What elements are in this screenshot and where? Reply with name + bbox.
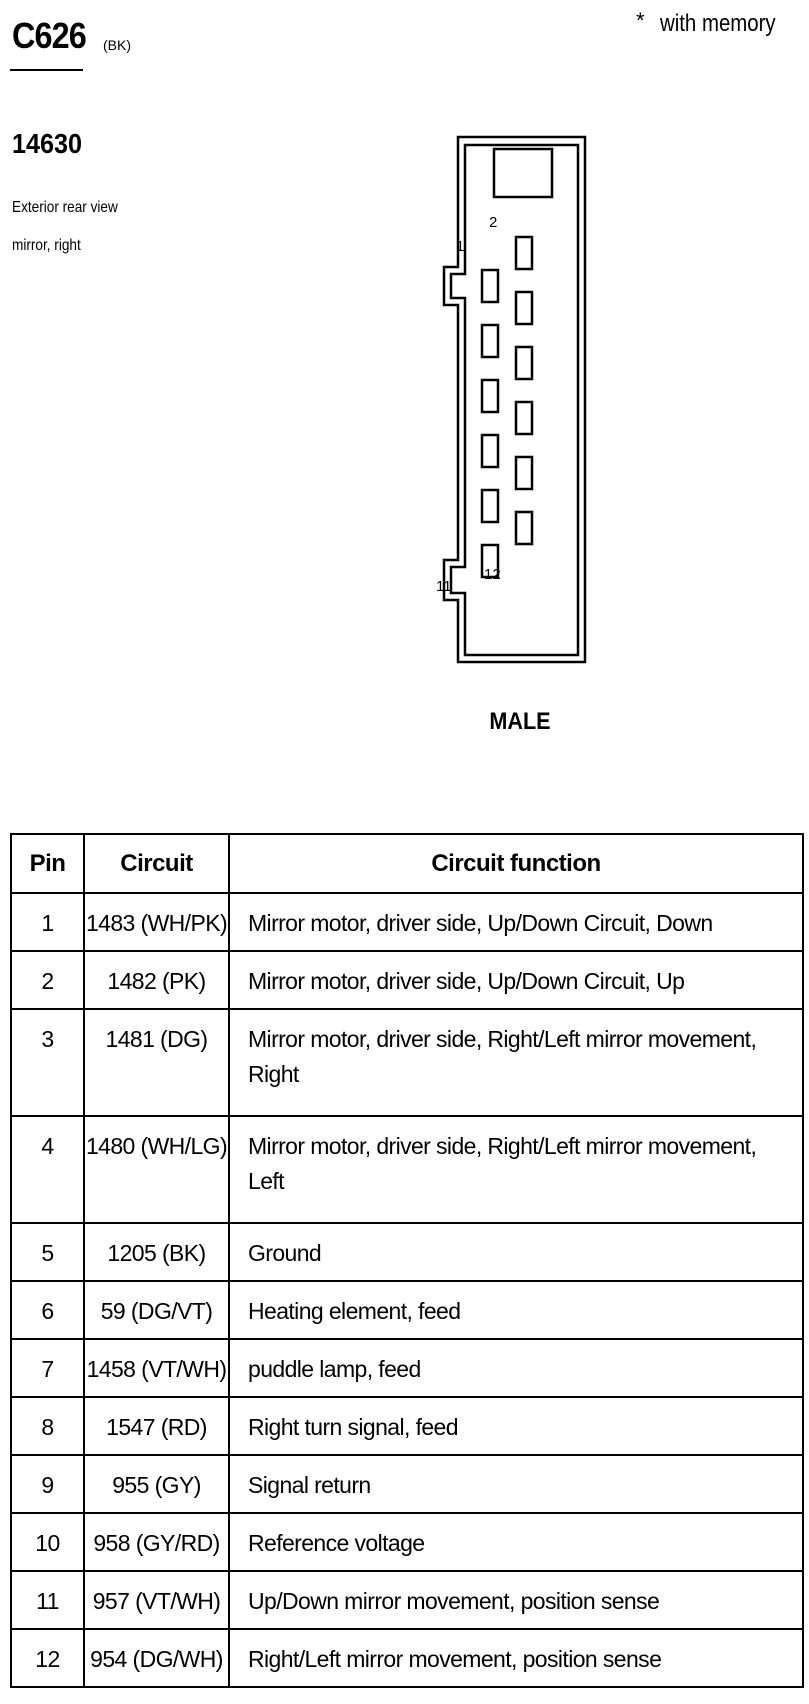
connector-housing-inner (449, 143, 580, 657)
table-row: 1 1483 (WH/PK) Mirror motor, driver side… (10, 892, 804, 952)
table-row: 3 1481 (DG) Mirror motor, driver side, R… (10, 1008, 804, 1117)
circuit-function: Ground (228, 1222, 804, 1282)
circuit-function: Signal return (228, 1454, 804, 1514)
part-number: 14630 (12, 128, 83, 159)
table-row: 10 958 (GY/RD) Reference voltage (10, 1512, 804, 1572)
pin-number: 2 (10, 950, 85, 1010)
pin-number: 10 (10, 1512, 85, 1572)
table-header-row: Pin Circuit Circuit function (10, 833, 804, 894)
component-description-line1: Exterior rear view (12, 199, 118, 216)
circuit-number: 958 (GY/RD) (83, 1512, 230, 1572)
pin-cavity-9 (480, 488, 500, 524)
pin-cavity-11 (480, 543, 500, 579)
pin-number: 7 (10, 1338, 85, 1398)
pin-label-12: 12 (484, 566, 501, 583)
title-underline (10, 69, 83, 71)
pin-number: 11 (10, 1570, 85, 1630)
circuit-function: Reference voltage (228, 1512, 804, 1572)
table-row: 6 59 (DG/VT) Heating element, feed (10, 1280, 804, 1340)
circuit-function: puddle lamp, feed (228, 1338, 804, 1398)
pin-label-1: 1 (456, 238, 464, 255)
pin-number: 3 (10, 1008, 85, 1117)
pin-cavity-8 (514, 400, 534, 436)
table-row: 5 1205 (BK) Ground (10, 1222, 804, 1282)
pin-cavity-1 (480, 268, 500, 304)
circuit-number: 1480 (WH/LG) (83, 1115, 230, 1224)
pin-number: 1 (10, 892, 85, 952)
pin-number: 6 (10, 1280, 85, 1340)
circuit-function: Mirror motor, driver side, Right/Left mi… (228, 1115, 804, 1224)
circuit-function: Mirror motor, driver side, Up/Down Circu… (228, 892, 804, 952)
connector-housing-outline (442, 135, 587, 664)
pin-cavity-12 (514, 510, 534, 546)
circuit-number: 955 (GY) (83, 1454, 230, 1514)
circuit-number: 1547 (RD) (83, 1396, 230, 1456)
circuit-number: 957 (VT/WH) (83, 1570, 230, 1630)
table-row: 9 955 (GY) Signal return (10, 1454, 804, 1514)
table-row: 12 954 (DG/WH) Right/Left mirror movemen… (10, 1628, 804, 1688)
pin-number: 5 (10, 1222, 85, 1282)
note-marker: * (636, 8, 645, 33)
header-circuit: Circuit (83, 833, 230, 894)
circuit-function: Heating element, feed (228, 1280, 804, 1340)
connector-face-diagram: 1 2 11 12 (436, 135, 587, 664)
pin-cavity-3 (480, 323, 500, 359)
pin-cavity-7 (480, 433, 500, 469)
circuit-function: Mirror motor, driver side, Right/Left mi… (228, 1008, 804, 1117)
connector-gender-label: MALE (489, 708, 551, 735)
circuit-function: Right turn signal, feed (228, 1396, 804, 1456)
circuit-function: Up/Down mirror movement, position sense (228, 1570, 804, 1630)
table-row: 8 1547 (RD) Right turn signal, feed (10, 1396, 804, 1456)
pin-label-2: 2 (489, 214, 497, 231)
pin-cavity-10 (514, 455, 534, 491)
circuit-number: 1458 (VT/WH) (83, 1338, 230, 1398)
pin-cavity-2 (514, 235, 534, 271)
pin-number: 4 (10, 1115, 85, 1224)
note-text: with memory (660, 10, 776, 37)
table-row: 7 1458 (VT/WH) puddle lamp, feed (10, 1338, 804, 1398)
circuit-number: 1205 (BK) (83, 1222, 230, 1282)
circuit-number: 1481 (DG) (83, 1008, 230, 1117)
circuit-number: 954 (DG/WH) (83, 1628, 230, 1688)
circuit-number: 59 (DG/VT) (83, 1280, 230, 1340)
circuit-number: 1482 (PK) (83, 950, 230, 1010)
pin-circuit-table: Pin Circuit Circuit function 1 1483 (WH/… (10, 833, 804, 1688)
pin-label-11: 11 (436, 578, 452, 595)
table-row: 11 957 (VT/WH) Up/Down mirror movement, … (10, 1570, 804, 1630)
connector-id: C626 (12, 15, 87, 56)
circuit-function: Mirror motor, driver side, Up/Down Circu… (228, 950, 804, 1010)
pin-number: 9 (10, 1454, 85, 1514)
header-pin: Pin (10, 833, 85, 894)
table-row: 4 1480 (WH/LG) Mirror motor, driver side… (10, 1115, 804, 1224)
circuit-function: Right/Left mirror movement, position sen… (228, 1628, 804, 1688)
pin-number: 12 (10, 1628, 85, 1688)
header-circuit-function: Circuit function (228, 833, 804, 894)
circuit-number: 1483 (WH/PK) (83, 892, 230, 952)
table-row: 2 1482 (PK) Mirror motor, driver side, U… (10, 950, 804, 1010)
locking-tab (492, 147, 554, 199)
pin-cavity-5 (480, 378, 500, 414)
component-description-line2: mirror, right (12, 237, 81, 254)
pin-cavity-6 (514, 345, 534, 381)
pin-number: 8 (10, 1396, 85, 1456)
pin-cavity-4 (514, 290, 534, 326)
connector-color: (BK) (103, 37, 131, 53)
